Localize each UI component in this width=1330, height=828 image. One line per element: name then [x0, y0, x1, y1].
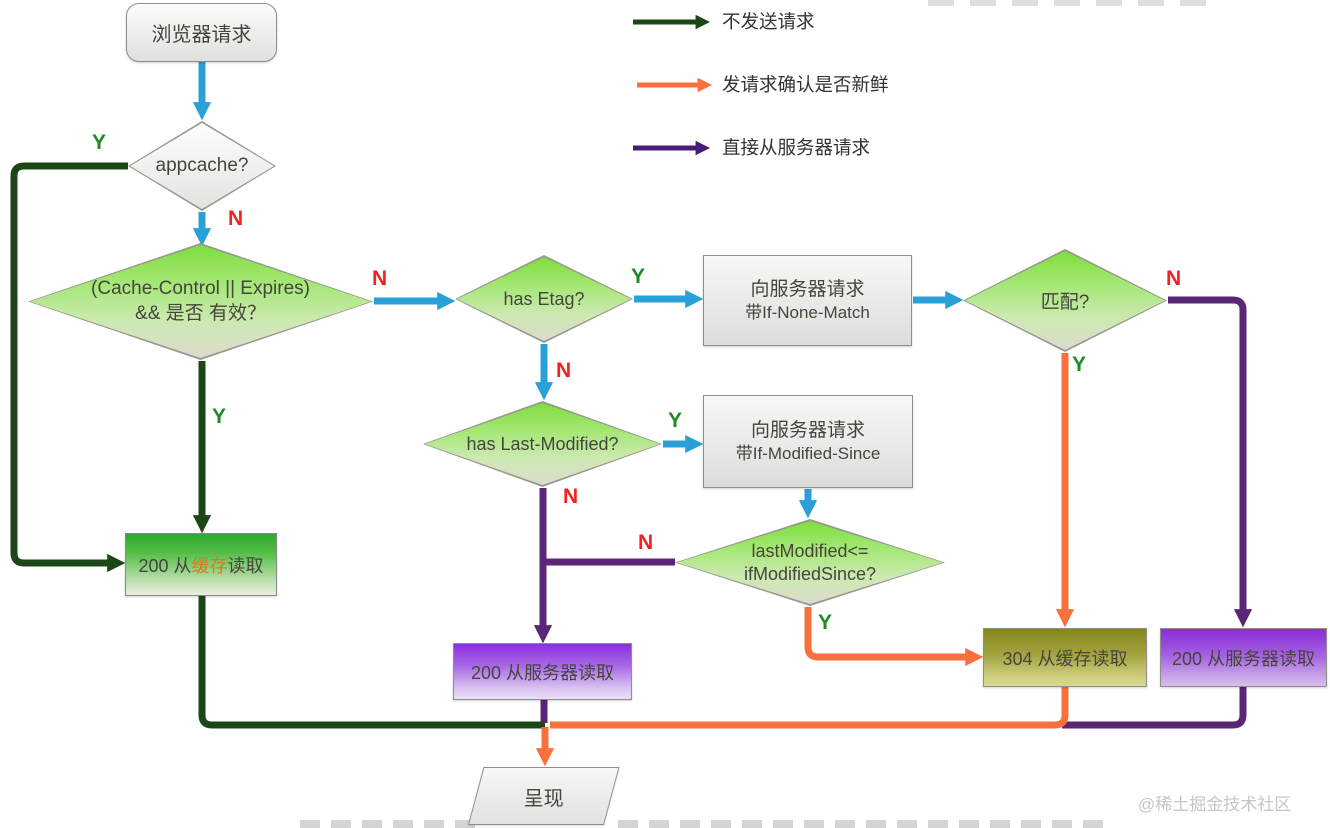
- node-render-label: 呈现: [523, 787, 564, 810]
- label-validcheck-yes: Y: [212, 405, 227, 428]
- label-validcheck-no: N: [372, 267, 388, 290]
- cropped-text-artifact-bottom-left: [300, 820, 475, 828]
- node-lastmodified-compare-line1: lastModified<=: [751, 541, 869, 561]
- node-validity-line1: (Cache-Control || Expires): [91, 277, 310, 299]
- node-request-if-none-match-line2: 带If-None-Match: [745, 303, 870, 323]
- legend-label-confirm-fresh: 发请求确认是否新鲜: [722, 74, 889, 95]
- node-200-from-server-right: 200 从服务器读取: [1160, 628, 1327, 687]
- node-lastmodified-compare-line2: ifModifiedSince?: [743, 563, 877, 584]
- node-browser-request: 浏览器请求: [126, 3, 277, 62]
- node-request-if-none-match: 向服务器请求 带If-None-Match: [703, 255, 912, 346]
- node-lastmodified-compare-decision: lastModified<= ifModifiedSince?: [675, 519, 945, 606]
- node-match-label: 匹配?: [1040, 292, 1090, 313]
- node-200-from-server-mid-label: 200 从服务器读取: [470, 662, 615, 683]
- legend-label-no-request: 不发送请求: [722, 11, 815, 32]
- edge-cache200-to-rail: [198, 596, 545, 729]
- node-200-from-cache: 200 从缓存读取: [125, 533, 277, 596]
- node-render: 呈现: [468, 767, 620, 825]
- node-request-if-modified-since-line1: 向服务器请求: [750, 420, 865, 442]
- label-match-no: N: [1166, 267, 1182, 290]
- label-hasetag-no: N: [556, 359, 572, 382]
- node-validity-line2: && 是否 有效？: [135, 302, 266, 324]
- watermark: @稀土掘金技术社区: [1138, 795, 1292, 814]
- label-lastmodifiedcmp-no: N: [638, 531, 654, 554]
- edge-match-no: [1168, 296, 1253, 628]
- node-has-etag-label: has Etag?: [503, 288, 585, 309]
- label-haslastmodified-yes: Y: [668, 409, 683, 432]
- node-browser-request-label: 浏览器请求: [151, 24, 252, 46]
- label-appcache-yes: Y: [92, 131, 107, 154]
- cropped-text-artifact-top: [928, 0, 1206, 6]
- edge-server200right-to-rail: [1062, 687, 1247, 729]
- node-validity-decision: (Cache-Control || Expires) && 是否 有效？: [28, 243, 373, 360]
- node-request-if-modified-since-line2: 带If-Modified-Since: [735, 444, 881, 464]
- node-request-if-none-match-line1: 向服务器请求: [750, 279, 865, 301]
- label-haslastmodified-no: N: [563, 485, 579, 508]
- node-200-from-server-mid: 200 从服务器读取: [453, 643, 632, 700]
- node-304-from-cache-label: 304 从缓存读取: [1002, 648, 1128, 669]
- cropped-text-artifact-bottom-right: [618, 820, 1108, 828]
- edge-cache304-to-rail: [550, 687, 1069, 729]
- node-200-from-cache-suffix: 读取: [227, 555, 264, 576]
- node-appcache-decision: appcache?: [128, 121, 276, 211]
- node-200-from-server-right-label: 200 从服务器读取: [1171, 648, 1316, 669]
- label-lastmodifiedcmp-yes: Y: [818, 611, 833, 634]
- node-304-from-cache: 304 从缓存读取: [983, 628, 1147, 687]
- edge-appcache-yes: [10, 162, 128, 573]
- legend-label-direct-server: 直接从服务器请求: [722, 137, 871, 158]
- node-has-last-modified-decision: has Last-Modified?: [423, 401, 662, 487]
- node-has-etag-decision: has Etag?: [455, 255, 633, 343]
- label-appcache-no: N: [228, 207, 244, 230]
- node-has-last-modified-label: has Last-Modified?: [466, 433, 619, 454]
- node-match-decision: 匹配?: [963, 249, 1167, 352]
- label-hasetag-yes: Y: [631, 265, 646, 288]
- node-200-from-cache-highlight: 缓存: [191, 555, 228, 576]
- edge-lastmodified-yes: [804, 607, 984, 667]
- label-match-yes: Y: [1072, 353, 1087, 376]
- node-200-from-cache-prefix: 200 从: [138, 555, 192, 576]
- node-appcache-label: appcache?: [155, 155, 249, 176]
- node-request-if-modified-since: 向服务器请求 带If-Modified-Since: [703, 395, 913, 488]
